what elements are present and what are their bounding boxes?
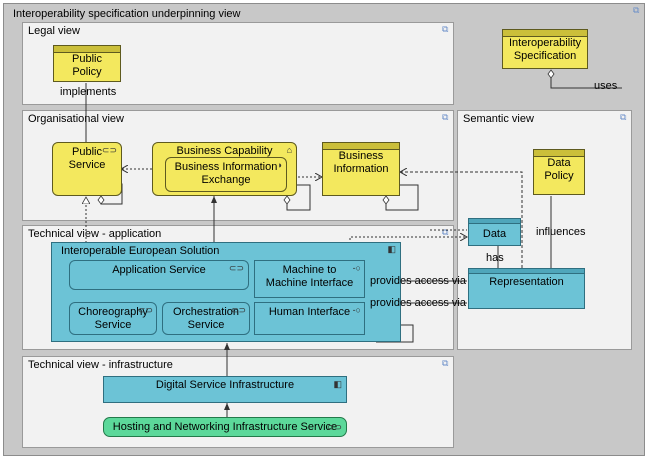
group-title: Organisational view — [28, 113, 124, 125]
group-icon: ⧉ — [620, 112, 627, 122]
component-icon: ◧ — [333, 379, 342, 389]
data-label: Data — [482, 228, 507, 240]
group-title: Technical view - infrastructure — [28, 359, 173, 371]
orchestration-service-label: Orchestration Service — [172, 306, 240, 331]
data-policy-label: Data Policy — [544, 157, 574, 182]
node-header-bar — [469, 269, 584, 274]
has-label: has — [486, 252, 504, 264]
node-header-bar — [534, 150, 584, 157]
group-title: Legal view — [28, 25, 80, 37]
machine-to-machine-interface-label: Machine to Machine Interface — [265, 264, 354, 289]
business-information-node[interactable]: Business Information — [322, 142, 400, 196]
public-service-node[interactable]: Public Service ⊂⊃ — [52, 142, 122, 196]
interoperable-european-solution-node[interactable]: Interoperable European Solution ◧ Applic… — [51, 242, 401, 342]
data-node[interactable]: Data — [468, 218, 521, 246]
human-interface-label: Human Interface — [268, 306, 351, 318]
provides-access-via-label-2: provides access via — [370, 297, 466, 309]
service-icon: ⊂⊃ — [101, 145, 117, 155]
business-capability-label: Business Capability — [176, 145, 273, 157]
human-interface-node[interactable]: Human Interface -○ — [254, 302, 365, 335]
service-icon: ⊂⊃ — [230, 305, 246, 315]
node-header-bar — [469, 219, 520, 224]
business-information-label: Business Information — [333, 150, 389, 175]
group-icon: ⧉ — [442, 24, 449, 34]
representation-label: Representation — [489, 276, 564, 288]
interoperability-specification-label: Interoperability Specification — [509, 37, 582, 62]
interoperable-european-solution-label: Interoperable European Solution — [61, 245, 220, 257]
application-service-node[interactable]: Application Service ⊂⊃ — [69, 260, 249, 290]
view-title: Interoperability specification underpinn… — [13, 8, 241, 20]
implements-label: implements — [60, 86, 117, 98]
public-policy-label: Public Policy — [72, 53, 102, 78]
hosting-and-networking-infrastructure-service-node[interactable]: Hosting and Networking Infrastructure Se… — [103, 417, 347, 437]
node-header-bar — [323, 143, 399, 150]
group-title: Technical view - application — [28, 228, 162, 240]
machine-to-machine-interface-node[interactable]: Machine to Machine Interface -○ — [254, 260, 365, 298]
interaction-icon: ◑ — [276, 160, 282, 170]
application-service-label: Application Service — [112, 264, 206, 276]
digital-service-infrastructure-label: Digital Service Infrastructure — [155, 379, 295, 391]
service-icon: ⊂⊃ — [137, 305, 153, 315]
group-icon: ⧉ — [633, 5, 640, 15]
choreography-service-node[interactable]: Choreography Service ⊂⊃ — [69, 302, 157, 335]
business-capability-node[interactable]: Business Capability ⌂ Business Informati… — [152, 142, 297, 196]
representation-node[interactable]: Representation — [468, 268, 585, 309]
business-information-exchange-label: Business Information Exchange — [174, 161, 278, 186]
component-icon: ◧ — [387, 244, 396, 254]
business-information-exchange-node[interactable]: Business Information Exchange ◑ — [165, 157, 287, 192]
interoperability-specification-node[interactable]: Interoperability Specification — [502, 29, 588, 69]
digital-service-infrastructure-node[interactable]: Digital Service Infrastructure ◧ — [103, 376, 347, 403]
provides-access-via-label-1: provides access via — [370, 275, 466, 287]
influences-label: influences — [536, 226, 586, 238]
interface-icon: -○ — [352, 305, 361, 315]
public-service-label: Public Service — [68, 146, 106, 171]
node-header-bar — [54, 46, 120, 53]
service-icon: ⊂⊃ — [228, 263, 244, 273]
group-icon: ⧉ — [442, 112, 449, 122]
choreography-service-label: Choreography Service — [78, 306, 148, 331]
uses-label: uses — [594, 80, 618, 92]
orchestration-service-node[interactable]: Orchestration Service ⊂⊃ — [162, 302, 250, 335]
public-policy-node[interactable]: Public Policy — [53, 45, 121, 82]
node-header-bar — [503, 30, 587, 37]
capability-icon: ⌂ — [286, 145, 292, 155]
group-title: Semantic view — [463, 113, 534, 125]
group-icon: ⧉ — [442, 358, 449, 368]
hosting-and-networking-infrastructure-service-label: Hosting and Networking Infrastructure Se… — [112, 421, 338, 433]
interface-icon: -○ — [352, 263, 361, 273]
data-policy-node[interactable]: Data Policy — [533, 149, 585, 195]
group-icon: ⧉ — [442, 227, 449, 237]
service-icon: ⊂⊃ — [326, 422, 342, 432]
